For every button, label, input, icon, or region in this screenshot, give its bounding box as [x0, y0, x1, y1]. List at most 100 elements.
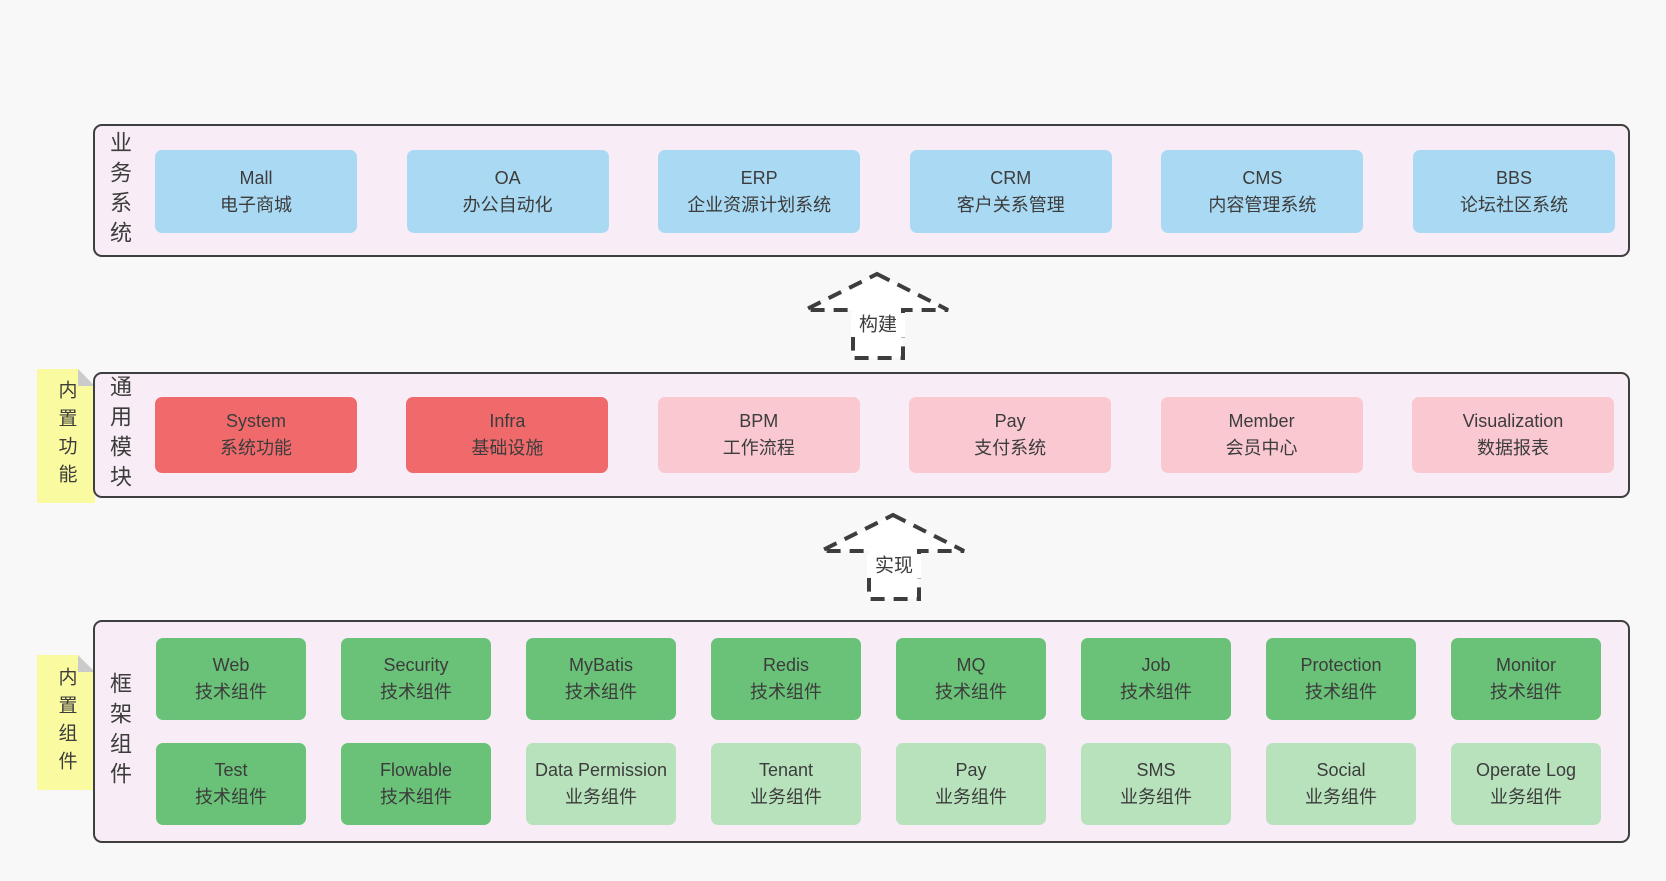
box-subtitle: 技术组件	[1120, 682, 1192, 702]
box-test: Test 技术组件	[156, 743, 306, 825]
box-subtitle: 业务组件	[1490, 787, 1562, 807]
box-subtitle: 客户关系管理	[956, 194, 1065, 215]
box-pay-module: Pay 支付系统	[909, 397, 1112, 473]
box-sms: SMS 业务组件	[1081, 743, 1231, 825]
box-subtitle: 工作流程	[722, 438, 795, 458]
box-title: Pay	[955, 760, 987, 780]
box-tenant: Tenant 业务组件	[711, 743, 861, 825]
box-subtitle: 业务组件	[750, 787, 822, 807]
layer-title: 框架组件	[99, 622, 139, 841]
box-subtitle: 技术组件	[1305, 682, 1377, 702]
box-subtitle: 论坛社区系统	[1459, 194, 1568, 215]
box-title: System	[225, 411, 286, 431]
box-bbs: BBS 论坛社区系统	[1412, 150, 1615, 233]
box-pay-component: Pay 业务组件	[896, 743, 1046, 825]
box-title: Operate Log	[1475, 760, 1577, 780]
box-title: Member	[1228, 411, 1295, 431]
box-title: MyBatis	[568, 655, 633, 675]
box-title: MQ	[956, 655, 986, 675]
box-subtitle: 业务组件	[1305, 787, 1377, 807]
box-bpm: BPM 工作流程	[657, 397, 860, 473]
framework-row-1: Web 技术组件 Security 技术组件 MyBatis 技术组件 Redi…	[156, 638, 1601, 720]
box-subtitle: 业务组件	[935, 787, 1007, 807]
box-visualization: Visualization 数据报表	[1411, 397, 1614, 473]
layer-framework-components: 框架组件 Web 技术组件 Security 技术组件 MyBatis 技术组件…	[93, 620, 1630, 843]
box-mybatis: MyBatis 技术组件	[526, 638, 676, 720]
box-subtitle: 技术组件	[195, 682, 267, 702]
box-subtitle: 电子商城	[220, 194, 292, 215]
layer-title-text: 框架组件	[107, 671, 132, 792]
box-redis: Redis 技术组件	[711, 638, 861, 720]
box-system: System 系统功能	[155, 397, 357, 473]
box-erp: ERP 企业资源计划系统	[658, 150, 861, 233]
box-subtitle: 技术组件	[195, 787, 267, 807]
layer-title-text: 通用模块	[107, 375, 132, 495]
layer-title: 业务系统	[99, 126, 139, 255]
box-title: Visualization	[1462, 411, 1564, 431]
box-title: Social	[1316, 760, 1366, 780]
box-subtitle: 技术组件	[380, 787, 452, 807]
box-social: Social 业务组件	[1266, 743, 1416, 825]
layer-common-modules: 通用模块 System 系统功能 Infra 基础设施 BPM 工作流程 Pay…	[93, 372, 1630, 498]
box-flowable: Flowable 技术组件	[341, 743, 491, 825]
box-subtitle: 业务组件	[565, 787, 637, 807]
box-title: BBS	[1495, 167, 1532, 188]
box-subtitle: 技术组件	[935, 682, 1007, 702]
framework-row-2: Test 技术组件 Flowable 技术组件 Data Permission …	[156, 743, 1601, 825]
sticky-note-built-in-components: 内置组件	[37, 655, 95, 790]
box-title: Tenant	[758, 760, 814, 780]
box-crm: CRM 客户关系管理	[909, 150, 1112, 233]
box-subtitle: 基础设施	[471, 438, 544, 458]
sticky-note-built-in-functions: 内置功能	[37, 369, 95, 503]
business-box-row: Mall 电子商城 OA 办公自动化 ERP 企业资源计划系统 CRM 客户关系…	[155, 150, 1615, 233]
box-title: Protection	[1300, 655, 1382, 675]
box-subtitle: 会员中心	[1225, 438, 1298, 458]
box-subtitle: 技术组件	[380, 682, 452, 702]
layer-title: 通用模块	[99, 374, 139, 496]
box-subtitle: 企业资源计划系统	[687, 194, 832, 215]
layer-title-text: 业务系统	[107, 130, 132, 251]
box-title: BPM	[739, 411, 779, 431]
box-subtitle: 办公自动化	[462, 194, 553, 215]
box-subtitle: 数据报表	[1476, 438, 1549, 458]
box-title: OA	[494, 167, 521, 188]
box-member: Member 会员中心	[1160, 397, 1363, 473]
box-data-permission: Data Permission 业务组件	[526, 743, 676, 825]
build-arrow-label: 构建	[859, 314, 897, 336]
box-subtitle: 技术组件	[750, 682, 822, 702]
sticky-note-label: 内置功能	[55, 380, 77, 492]
box-subtitle: 内容管理系统	[1208, 194, 1317, 215]
modules-box-row: System 系统功能 Infra 基础设施 BPM 工作流程 Pay 支付系统…	[155, 397, 1614, 473]
box-subtitle: 系统功能	[220, 438, 292, 458]
box-title: Job	[1141, 655, 1171, 675]
box-subtitle: 支付系统	[974, 438, 1047, 458]
box-operate-log: Operate Log 业务组件	[1451, 743, 1601, 825]
box-title: Test	[214, 760, 248, 780]
layer-business-systems: 业务系统 Mall 电子商城 OA 办公自动化 ERP 企业资源计划系统 CRM…	[93, 124, 1630, 257]
box-title: Monitor	[1495, 655, 1557, 675]
box-cms: CMS 内容管理系统	[1161, 150, 1364, 233]
box-mall: Mall 电子商城	[155, 150, 357, 233]
box-subtitle: 技术组件	[565, 682, 637, 702]
box-title: Web	[212, 655, 250, 675]
box-title: Infra	[489, 411, 526, 431]
box-title: ERP	[740, 167, 778, 188]
build-arrow-icon: 构建	[804, 271, 949, 360]
implement-arrow-icon: 实现	[820, 512, 965, 601]
box-subtitle: 技术组件	[1490, 682, 1562, 702]
box-title: Security	[383, 655, 449, 675]
box-title: Pay	[994, 411, 1026, 431]
box-title: CRM	[990, 167, 1032, 188]
box-title: Data Permission	[534, 760, 668, 780]
sticky-note-label: 内置组件	[55, 666, 77, 779]
box-title: CMS	[1242, 167, 1283, 188]
box-title: Flowable	[379, 760, 453, 780]
box-web: Web 技术组件	[156, 638, 306, 720]
box-job: Job 技术组件	[1081, 638, 1231, 720]
box-subtitle: 业务组件	[1120, 787, 1192, 807]
box-mq: MQ 技术组件	[896, 638, 1046, 720]
box-monitor: Monitor 技术组件	[1451, 638, 1601, 720]
box-oa: OA 办公自动化	[406, 150, 609, 233]
box-title: Redis	[762, 655, 810, 675]
